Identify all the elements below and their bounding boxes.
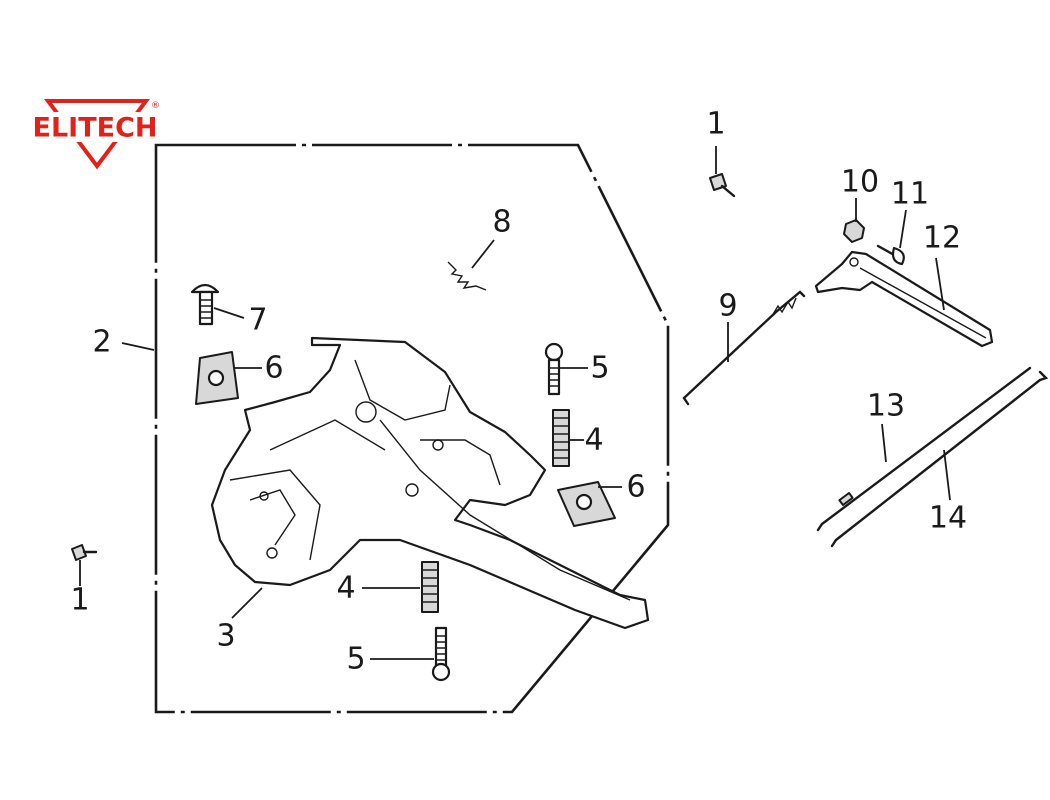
- frame-hole-4: [259, 491, 269, 501]
- bolt-1b: [709, 173, 736, 198]
- elitech-logo: ELITECH ®: [33, 99, 160, 170]
- callout-labels: 1 1 2 3 4 4 5 5 6 6 7 8 9 10 11 12 13 14: [70, 107, 967, 677]
- callout-6b: 6: [626, 470, 645, 505]
- bolt-1b-shank: [720, 184, 736, 198]
- bolt-7-shank: [198, 290, 214, 326]
- spacer-4a-body: [552, 409, 570, 467]
- leader-11: [899, 209, 907, 249]
- spacer-4a-threads: [553, 417, 569, 459]
- clip-nut-6b: [557, 481, 616, 527]
- nut-10-body: [843, 219, 865, 243]
- nut-10: [843, 219, 865, 243]
- bolt-5a-shank: [547, 358, 561, 396]
- frame-rib-3: [354, 359, 451, 421]
- bolt-5b-threads: [436, 635, 446, 661]
- frame-body: [210, 336, 650, 630]
- bolt-5a: [544, 342, 564, 396]
- frame-rib-5: [249, 489, 296, 546]
- spring-8-coil: [447, 261, 487, 291]
- callout-9: 9: [718, 289, 737, 324]
- bolt-7-head: [190, 283, 220, 294]
- bolt-5a-head: [544, 342, 564, 362]
- bolt-1a: [71, 544, 98, 561]
- leader-12: [935, 257, 945, 311]
- callout-13: 13: [867, 389, 905, 424]
- callout-7: 7: [248, 303, 267, 338]
- callout-6a: 6: [264, 351, 283, 386]
- leader-8: [471, 239, 495, 269]
- bolt-1a-head: [71, 544, 87, 561]
- frame-rib-2: [269, 419, 386, 451]
- callout-3: 3: [216, 619, 235, 654]
- callout-8: 8: [492, 205, 511, 240]
- spacer-4b: [421, 561, 439, 613]
- pin-11: [876, 244, 905, 266]
- bolt-7-threads: [200, 299, 212, 319]
- pin-11-head: [891, 246, 905, 266]
- leader-14: [943, 449, 951, 501]
- spacer-4a: [552, 409, 570, 467]
- frame-hole-1: [355, 401, 377, 423]
- bolt-5b-head: [431, 662, 451, 682]
- logo-registered-mark: ®: [151, 101, 160, 111]
- frame-rib-4: [420, 439, 501, 486]
- leader-3: [231, 587, 263, 619]
- clip-nut-6b-hole: [575, 493, 593, 511]
- callout-14: 14: [929, 501, 967, 536]
- callout-1b: 1: [706, 107, 725, 142]
- bolt-5a-threads: [549, 367, 559, 387]
- cable-14: [830, 370, 1049, 548]
- rod-9: [682, 290, 806, 406]
- bolt-7: [190, 283, 220, 326]
- assembly-boundary: [154, 143, 670, 714]
- clip-nut-6a-hole: [207, 369, 225, 387]
- callout-10: 10: [841, 165, 879, 200]
- lever-12-hole: [849, 257, 859, 267]
- logo-text: ELITECH: [33, 113, 158, 144]
- spring-8: [447, 261, 487, 291]
- frame-handle-edge: [379, 419, 631, 601]
- leader-7: [213, 307, 245, 319]
- leader-lines: [79, 146, 951, 660]
- spacer-4b-threads: [422, 569, 438, 603]
- callout-5a: 5: [590, 351, 609, 386]
- lever-12-edge: [859, 267, 987, 339]
- lever-12: [814, 250, 994, 348]
- clip-nut-6a: [195, 351, 239, 405]
- callout-2: 2: [92, 325, 111, 360]
- cable-13-sleeve: [838, 491, 854, 507]
- leader-2: [121, 342, 155, 351]
- bolt-5b: [431, 626, 451, 682]
- callout-4b: 4: [336, 571, 355, 606]
- cable-13: [816, 366, 1032, 532]
- frame-hole-5: [432, 439, 444, 451]
- callout-12: 12: [923, 221, 961, 256]
- lever-12-body: [814, 250, 994, 348]
- callout-5b: 5: [346, 642, 365, 677]
- rod-9-body: [682, 290, 806, 406]
- leader-13: [881, 423, 887, 463]
- callout-4a: 4: [584, 423, 603, 458]
- spacer-4b-body: [421, 561, 439, 613]
- cable-13-body: [816, 366, 1032, 532]
- frame-hole-2: [405, 483, 419, 497]
- rod-9-spring: [771, 297, 797, 317]
- logo-text-backdrop: [38, 112, 152, 142]
- callout-1a: 1: [70, 583, 89, 618]
- frame-rib-1: [229, 469, 321, 561]
- frame-hole-3: [266, 547, 278, 559]
- cable-14-body: [830, 370, 1049, 548]
- main-frame-part: [210, 336, 650, 630]
- callout-11: 11: [891, 177, 929, 212]
